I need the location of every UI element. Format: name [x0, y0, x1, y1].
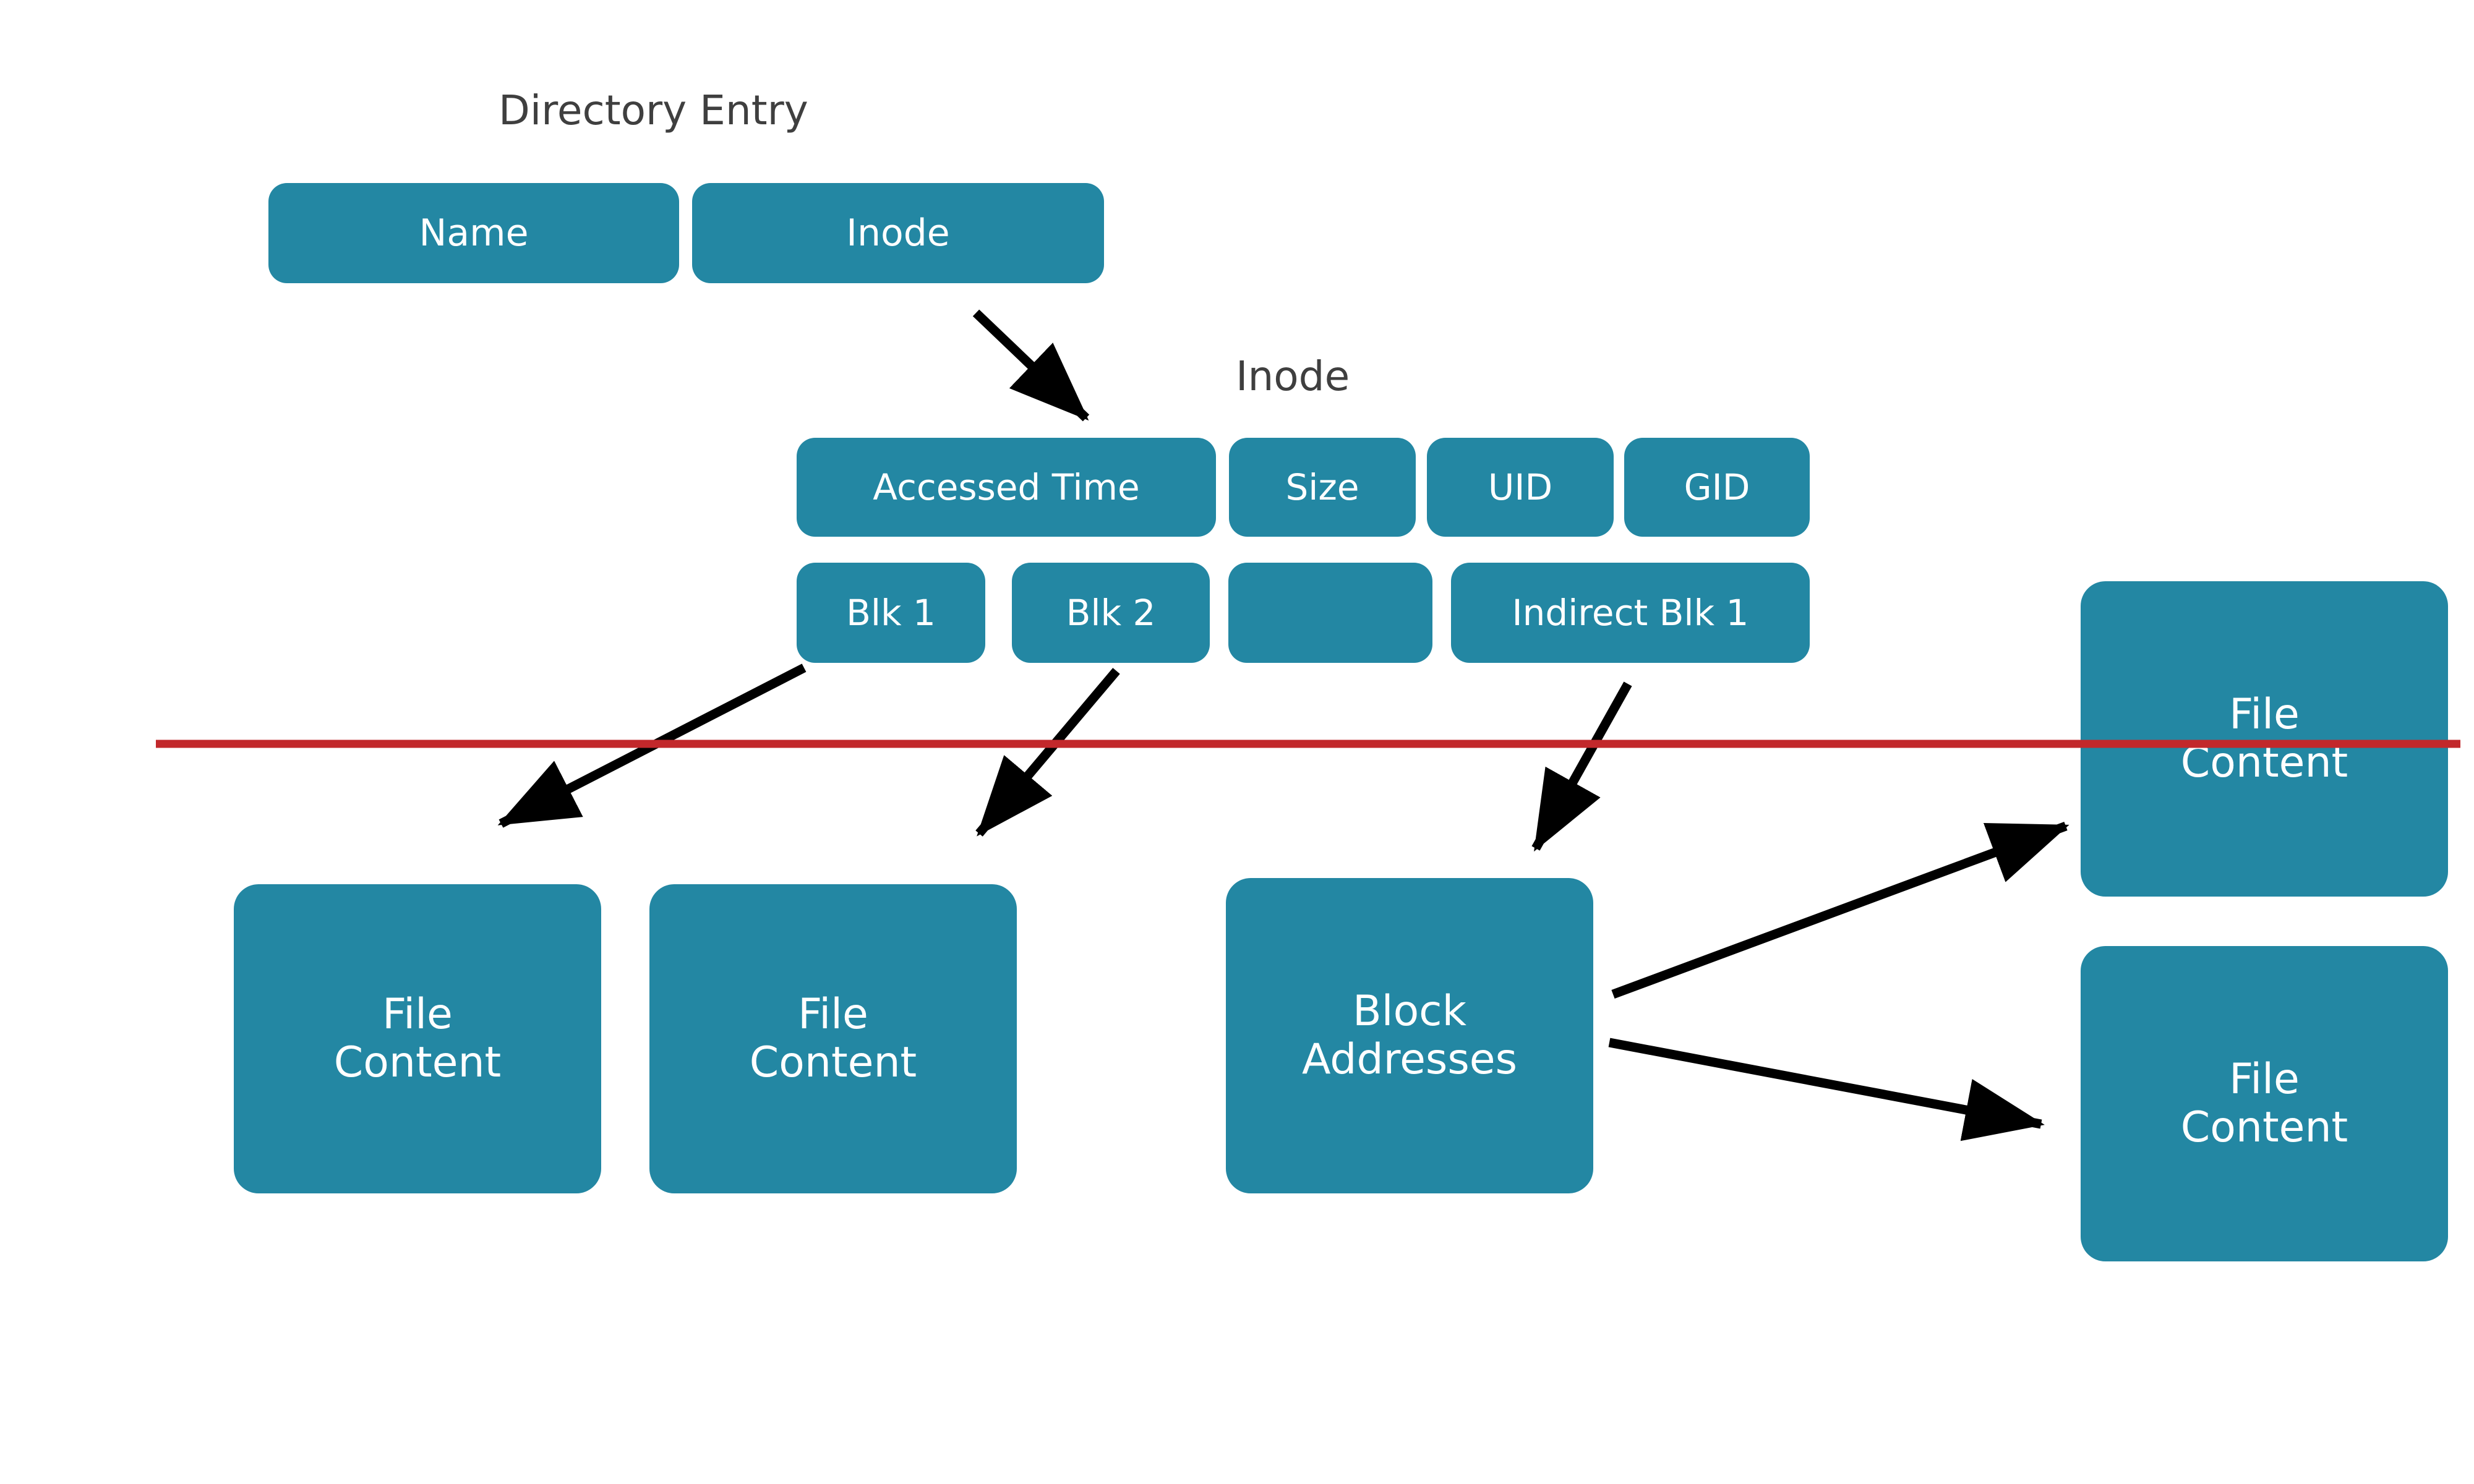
data-block-file-content-3[interactable]: File Content — [2081, 581, 2448, 897]
arrow-block-addresses-to-file-content-3 — [1611, 821, 2070, 999]
arrow-blk1-to-file-content-1 — [497, 663, 807, 828]
data-block-file-content-4[interactable]: File Content — [2081, 946, 2448, 1261]
inode-field-blk-1-label: Blk 1 — [846, 591, 936, 634]
data-block-block-addresses[interactable]: Block Addresses — [1226, 878, 1593, 1193]
data-block-block-addresses-line2: Addresses — [1301, 1035, 1518, 1084]
inode-field-size-label: Size — [1285, 466, 1359, 508]
data-block-file-content-2-line2: Content — [749, 1038, 917, 1087]
inode-field-blk-2-label: Blk 2 — [1066, 591, 1156, 634]
inode-field-accessed-time[interactable]: Accessed Time — [797, 438, 1216, 537]
inode-field-blk-empty[interactable] — [1228, 563, 1432, 663]
directory-entry-field-inode-label: Inode — [846, 211, 950, 255]
arrow-indirect-blk-to-block-addresses — [1531, 681, 1632, 852]
arrow-block-addresses-to-file-content-4 — [1608, 1038, 2045, 1141]
inode-field-uid-label: UID — [1487, 466, 1553, 508]
data-block-block-addresses-line1: Block — [1353, 986, 1466, 1036]
data-block-file-content-3-line1: File — [2229, 689, 2300, 739]
inode-field-size[interactable]: Size — [1229, 438, 1416, 537]
directory-entry-heading: Directory Entry — [499, 87, 808, 134]
inode-field-gid[interactable]: GID — [1624, 438, 1810, 537]
data-block-file-content-4-line2: Content — [2180, 1103, 2348, 1152]
data-block-file-content-1-line2: Content — [333, 1038, 502, 1087]
data-block-file-content-1-line1: File — [382, 989, 453, 1039]
data-block-file-content-1[interactable]: File Content — [234, 884, 601, 1193]
directory-entry-field-name-label: Name — [419, 211, 529, 255]
inode-heading: Inode — [1236, 352, 1350, 400]
inode-field-gid-label: GID — [1684, 466, 1750, 508]
inode-field-accessed-time-label: Accessed Time — [873, 466, 1140, 508]
inode-field-uid[interactable]: UID — [1427, 438, 1614, 537]
directory-entry-field-inode[interactable]: Inode — [692, 183, 1104, 283]
data-block-file-content-3-line2: Content — [2180, 738, 2348, 787]
arrow-inode-to-accessed-time — [972, 309, 1090, 422]
directory-entry-field-name[interactable]: Name — [268, 183, 679, 283]
data-block-file-content-4-line1: File — [2229, 1054, 2300, 1104]
arrow-blk2-to-file-content-2 — [975, 668, 1120, 837]
data-block-file-content-2[interactable]: File Content — [649, 884, 1017, 1193]
data-block-file-content-2-line1: File — [798, 989, 868, 1039]
inode-field-blk-1[interactable]: Blk 1 — [797, 563, 985, 663]
inode-field-indirect-blk-1-label: Indirect Blk 1 — [1512, 591, 1749, 634]
inode-field-indirect-blk-1[interactable]: Indirect Blk 1 — [1451, 563, 1810, 663]
inode-field-blk-2[interactable]: Blk 2 — [1012, 563, 1210, 663]
